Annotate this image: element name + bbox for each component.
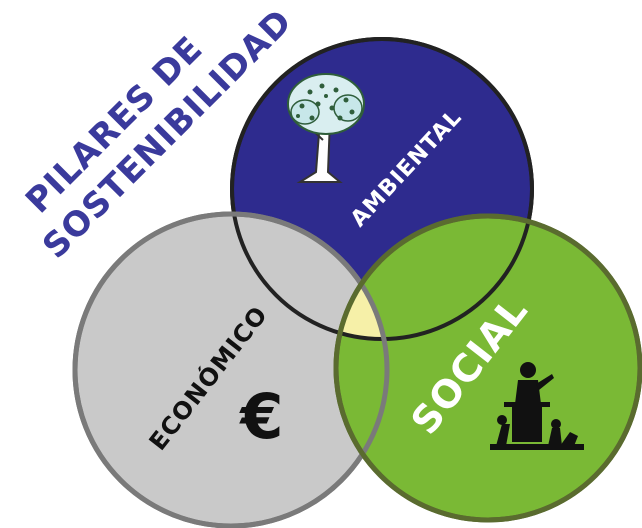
speaker-crowd-icon	[490, 362, 584, 450]
social-outline	[333, 213, 642, 523]
economico-outline	[72, 211, 390, 528]
tree-icon	[287, 73, 365, 183]
euro-icon: €	[238, 380, 283, 453]
